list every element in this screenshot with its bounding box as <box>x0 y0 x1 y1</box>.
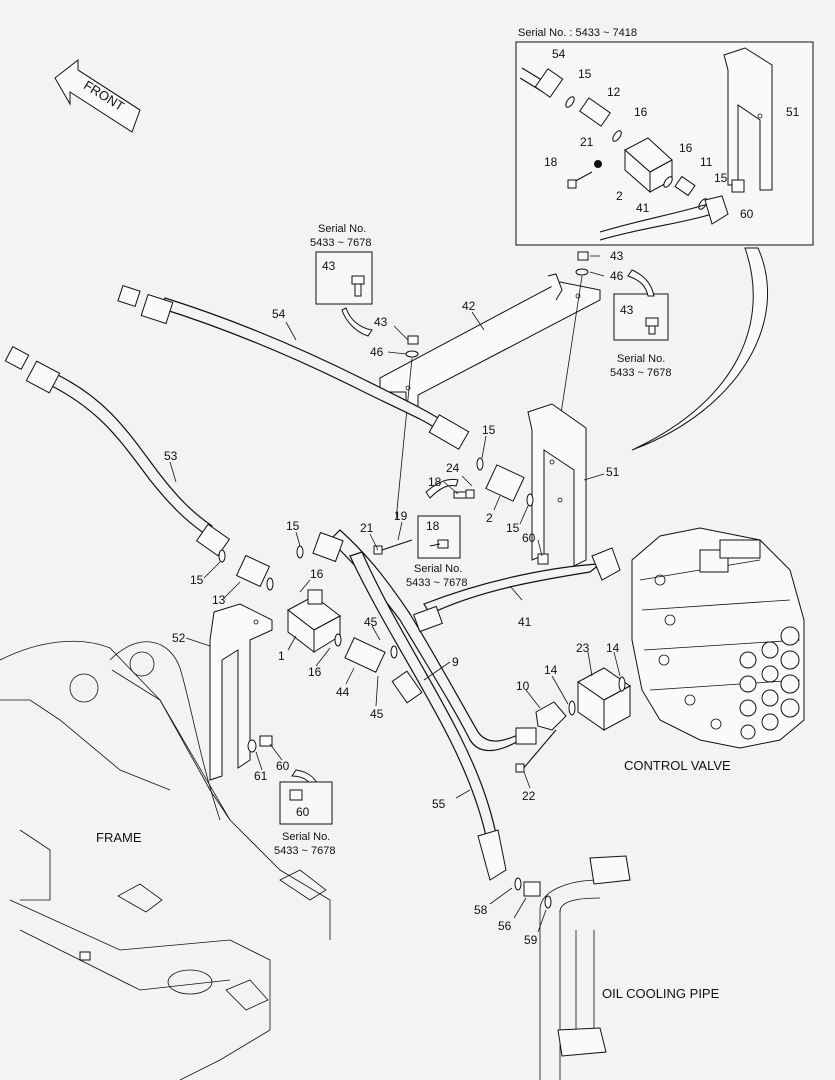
inset-callout-15: 15 <box>578 67 592 81</box>
serial-box-2-part: 43 <box>620 303 634 317</box>
leader-lines <box>169 255 621 933</box>
inset-detail: Serial No. : 5433 ~ 7418 54 15 12 16 21 <box>515 27 814 246</box>
callout-51: 51 <box>606 465 620 479</box>
serial-box-3: 18 Serial No. 5433 ~ 7678 <box>406 478 467 589</box>
hose-9 <box>312 529 537 752</box>
hose-53 <box>4 346 231 557</box>
callout-43-right: 43 <box>610 249 624 263</box>
callout-15-c: 15 <box>286 519 300 533</box>
serial-box-3-line1: Serial No. <box>414 563 462 575</box>
inset-callout-11: 11 <box>700 155 713 169</box>
serial-box-1-line2: 5433 ~ 7678 <box>310 237 371 249</box>
callout-42: 42 <box>462 299 476 313</box>
detail-pointer-arrow <box>631 247 768 451</box>
control-valve-spools <box>654 539 800 740</box>
serial-box-2-line1: Serial No. <box>617 353 665 365</box>
inset-callout-60: 60 <box>740 207 754 221</box>
frame <box>0 640 331 1080</box>
inset-callout-12: 12 <box>607 85 621 99</box>
oil-cooling-pipe <box>514 855 631 1080</box>
inset-callout-2: 2 <box>616 189 623 203</box>
block-1 <box>218 539 413 673</box>
callout-61: 61 <box>254 769 268 783</box>
washer-46 <box>405 350 419 358</box>
frame-label: FRAME <box>96 830 142 845</box>
bolt-43 <box>407 335 419 345</box>
callout-21: 21 <box>360 521 374 535</box>
bracket-42 <box>379 273 601 413</box>
callout-16-b: 16 <box>308 665 322 679</box>
callout-16: 16 <box>310 567 324 581</box>
callout-14-b: 14 <box>544 663 558 677</box>
callout-1: 1 <box>278 649 285 663</box>
callout-44: 44 <box>336 685 350 699</box>
callout-19: 19 <box>394 509 408 523</box>
callout-23: 23 <box>576 641 590 655</box>
inset-callout-18: 18 <box>544 155 558 169</box>
callouts: 43 46 42 54 43 46 53 15 24 18 2 51 15 60… <box>164 249 624 947</box>
inset-callout-41: 41 <box>636 201 650 215</box>
callout-54: 54 <box>272 307 286 321</box>
callout-45-b: 45 <box>370 707 384 721</box>
oil-cooling-pipe-label: OIL COOLING PIPE <box>602 986 720 1001</box>
callout-55: 55 <box>432 797 446 811</box>
hose-54 <box>117 284 470 450</box>
callout-41: 41 <box>518 615 532 629</box>
serial-box-2: 43 Serial No. 5433 ~ 7678 <box>610 269 671 379</box>
callout-45: 45 <box>364 615 378 629</box>
control-valve-label: CONTROL VALVE <box>624 758 731 773</box>
bolt-43b <box>577 251 589 261</box>
inset-callout-54: 54 <box>552 47 566 61</box>
serial-box-1-part: 43 <box>322 259 336 273</box>
inset-callouts: 54 15 12 16 21 18 2 16 11 15 51 60 41 <box>544 47 800 221</box>
callout-58: 58 <box>474 903 488 917</box>
washer-46b <box>575 268 589 276</box>
callout-13: 13 <box>212 593 226 607</box>
callout-59: 59 <box>524 933 538 947</box>
serial-box-4: 60 Serial No. 5433 ~ 7678 <box>274 769 335 857</box>
inset-title: Serial No. : 5433 ~ 7418 <box>518 27 637 39</box>
inset-callout-51: 51 <box>786 105 800 119</box>
callout-60: 60 <box>522 531 536 545</box>
control-valve <box>631 527 805 749</box>
serial-box-1-line1: Serial No. <box>318 223 366 235</box>
callout-24: 24 <box>446 461 460 475</box>
serial-box-4-line2: 5433 ~ 7678 <box>274 845 335 857</box>
hose-41 <box>413 547 621 633</box>
serial-box-3-part: 18 <box>426 519 440 533</box>
inset-callout-15b: 15 <box>714 171 728 185</box>
hose-55 <box>349 551 507 881</box>
inset-callout-16: 16 <box>634 105 648 119</box>
callout-46-right: 46 <box>610 269 624 283</box>
callout-56: 56 <box>498 919 512 933</box>
block-2 <box>453 457 549 565</box>
callout-46: 46 <box>370 345 384 359</box>
serial-box-1: Serial No. 5433 ~ 7678 43 <box>310 223 373 337</box>
bracket-51 <box>527 403 587 567</box>
inset-callout-21: 21 <box>580 135 594 149</box>
callout-15-b: 15 <box>506 521 520 535</box>
callout-43: 43 <box>374 315 388 329</box>
front-arrow: FRONT <box>54 58 141 133</box>
serial-box-3-line2: 5433 ~ 7678 <box>406 577 467 589</box>
callout-14: 14 <box>606 641 620 655</box>
callout-2: 2 <box>486 511 493 525</box>
block-23 <box>515 667 631 773</box>
serial-box-4-part: 60 <box>296 805 310 819</box>
callout-9: 9 <box>452 655 459 669</box>
callout-15-a: 15 <box>482 423 496 437</box>
inset-callout-16b: 16 <box>679 141 693 155</box>
serial-box-2-line2: 5433 ~ 7678 <box>610 367 671 379</box>
bracket-52 <box>209 603 273 781</box>
callout-60-b: 60 <box>276 759 290 773</box>
callout-53: 53 <box>164 449 178 463</box>
callout-15-d: 15 <box>190 573 204 587</box>
callout-52: 52 <box>172 631 186 645</box>
callout-10: 10 <box>516 679 530 693</box>
serial-box-4-line1: Serial No. <box>282 831 330 843</box>
callout-22: 22 <box>522 789 536 803</box>
callout-18: 18 <box>428 475 442 489</box>
